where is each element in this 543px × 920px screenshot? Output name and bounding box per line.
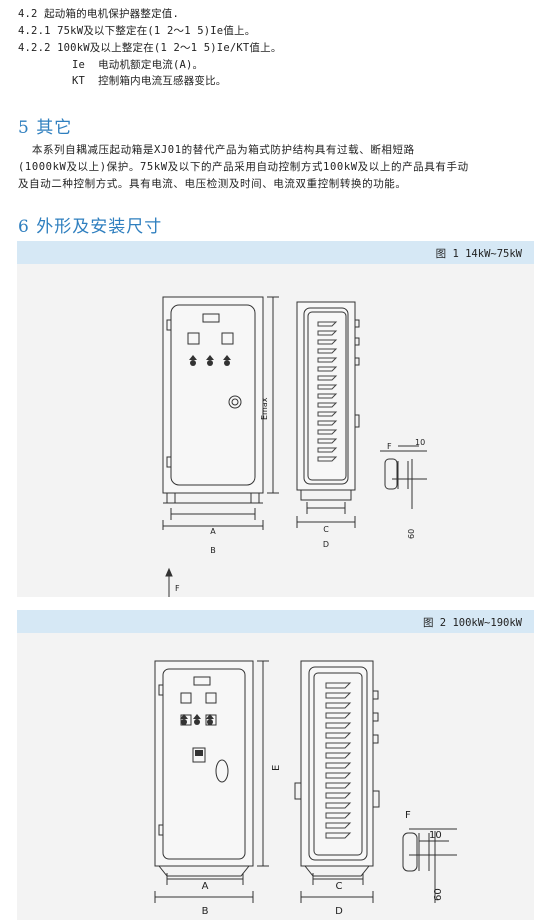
fig1-foot-right — [250, 493, 260, 504]
fig2-side-lug-1 — [372, 690, 379, 700]
fig2-meter-4 — [205, 714, 217, 726]
fig1-side-lug-3 — [354, 357, 360, 366]
section-4-2-2: 4.2.2 100kW及以上整定在(1 2～1 5)Ie/KT值上。 — [18, 42, 282, 54]
figure-1-caption: 图 1 14kW~75kW — [435, 248, 522, 260]
fig1-label-10: 10 — [415, 438, 425, 447]
section-5-paragraph: 本系列自耦减压起动箱是XJ01的替代产品为箱式防护结构具有过载、断相短路 (10… — [18, 142, 533, 193]
fig1-label-c: C — [323, 525, 329, 534]
section-4-2-1: 4.2.1 75kW及以下整定在(1 2～1 5)Ie值上。 — [18, 25, 256, 37]
fig1-f-arrow-head — [165, 567, 173, 577]
section-5-heading: 5 其它 — [18, 118, 73, 138]
fig2-side-base — [304, 865, 370, 877]
fig2-side-lug-3 — [372, 734, 379, 744]
fig2-label-10: 10 — [429, 830, 442, 841]
figure-2-caption: 图 2 100kW~190kW — [422, 617, 522, 629]
fig1-window — [202, 313, 220, 323]
fig1-louver-frame — [307, 311, 347, 481]
section-5-line-2: (1000kW及以上)保护。75kW及以下的产品采用自动控制方式100kW及以上… — [18, 161, 469, 173]
definition-kt: KT 控制箱内电流互感器变比。 — [72, 75, 227, 87]
fig2-side-inner — [308, 666, 368, 861]
figure-2-panel: 图 2 100kW~190kW — [17, 610, 534, 920]
fig2-label-c: C — [336, 881, 343, 892]
fig2-side-lug-right — [372, 790, 380, 808]
fig2-label-60: 60 — [433, 888, 444, 901]
fig1-label-f: F — [387, 442, 392, 451]
fig1-hinge-bottom — [166, 456, 172, 468]
fig1-cabinet-front — [162, 296, 264, 494]
fig1-meter-left — [187, 332, 200, 345]
fig2-meter-1 — [180, 692, 192, 704]
fig2-label-a: A — [202, 881, 209, 892]
fig2-meter-2 — [205, 692, 217, 704]
fig1-label-emax: Emax — [260, 397, 269, 420]
figure-1-caption-bar: 图 1 14kW~75kW — [17, 241, 534, 264]
fig1-hinge-top — [166, 319, 172, 331]
fig1-detail-slot — [384, 458, 398, 490]
fig2-hinge-top — [158, 684, 164, 696]
fig1-door — [170, 304, 256, 486]
fig1-label-d: D — [323, 540, 329, 549]
fig2-switch — [192, 747, 206, 763]
fig2-side-lug-2 — [372, 712, 379, 722]
fig1-louvers — [317, 321, 338, 462]
definition-ie: Ie 电动机额定电流(A)。 — [72, 59, 204, 71]
fig2-base — [158, 865, 250, 877]
fig1-side-lug-2 — [354, 337, 360, 346]
fig2-lamp-3 — [206, 714, 214, 719]
fig2-lamps — [180, 714, 214, 725]
fig1-cabinet-side — [296, 301, 356, 491]
fig2-lamp-1 — [180, 714, 188, 719]
fig1-meter-right — [221, 332, 234, 345]
fig1-label-b: B — [210, 546, 216, 555]
fig2-label-f: F — [405, 810, 411, 821]
fig1-lamp-1 — [189, 355, 197, 360]
fig2-louvers — [325, 682, 352, 839]
fig2-door — [162, 668, 246, 860]
figure-2-caption-bar: 图 2 100kW~190kW — [17, 610, 534, 633]
fig1-side-inner — [303, 307, 349, 485]
section-4-2-title: 4.2 起动箱的电机保护器整定值. — [18, 8, 180, 20]
section-5-line-1: 本系列自耦减压起动箱是XJ01的替代产品为箱式防护结构具有过载、断相短路 — [18, 144, 415, 156]
fig2-label-e: E — [271, 765, 282, 771]
fig1-lamps — [189, 355, 231, 366]
fig1-lamp-2 — [206, 355, 214, 360]
fig2-side-lug-left — [294, 782, 302, 800]
fig2-label-d: D — [335, 906, 343, 917]
fig1-label-60: 60 — [407, 529, 416, 539]
fig2-detail-slot — [402, 832, 418, 872]
fig1-knob — [228, 395, 242, 409]
figure-1-drawing: A B C D Emax F 10 60 F — [162, 296, 427, 597]
figure-1-panel: 图 1 14kW~75kW — [17, 241, 534, 597]
fig1-knob-inner — [231, 398, 239, 406]
fig2-louver-frame — [313, 672, 363, 856]
fig1-lamp-3 — [223, 355, 231, 360]
fig1-foot-left — [166, 493, 176, 504]
fig2-handle — [215, 759, 229, 783]
fig1-side-base — [300, 490, 352, 501]
section-6-heading: 6 外形及安装尺寸 — [18, 217, 163, 237]
fig2-label-b: B — [202, 906, 209, 917]
fig2-hinge-bottom — [158, 824, 164, 836]
fig2-cabinet-front — [154, 660, 254, 867]
fig2-meter-3 — [180, 714, 192, 726]
fig1-side-lug-4 — [354, 414, 360, 428]
fig2-switch-lever — [195, 750, 203, 756]
fig2-lamp-2 — [193, 714, 201, 719]
figure-2-drawing: A B C D E F 10 60 — [154, 660, 457, 917]
fig1-label-a: A — [210, 527, 216, 536]
fig1-side-lug-1 — [354, 319, 360, 328]
fig1-label-f-arrow: F — [175, 584, 180, 593]
fig2-window — [193, 676, 211, 686]
section-5-line-3: 及自动二种控制方式。具有电流、电压检测及时间、电流双重控制转换的功能。 — [18, 178, 407, 190]
